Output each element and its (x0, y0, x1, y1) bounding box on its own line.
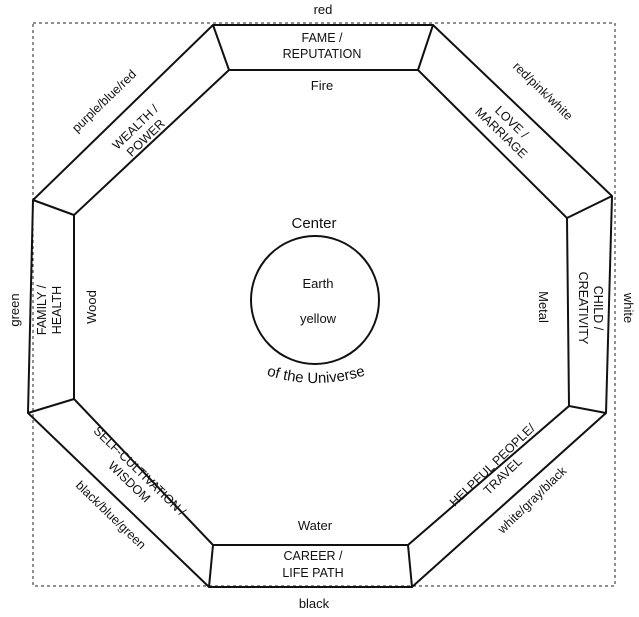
color-top-right: red/pink/white (510, 59, 575, 123)
area-career-line2: LIFE PATH (282, 566, 343, 580)
element-bottom: Water (298, 518, 333, 533)
color-top: red (314, 2, 333, 17)
area-love: LOVE / MARRIAGE (472, 103, 531, 161)
center-color: yellow (300, 311, 337, 326)
color-left: green (7, 293, 22, 326)
center-title-top: Center (291, 215, 336, 232)
area-fame-line2: REPUTATION (283, 47, 362, 61)
area-family-line1: FAMILY / (35, 284, 49, 335)
area-career: CAREER / LIFE PATH (282, 549, 343, 580)
center-title-bottom: of the Universe (265, 363, 366, 387)
element-left: Wood (84, 290, 99, 324)
area-career-line1: CAREER / (283, 549, 343, 563)
element-right: Metal (536, 291, 551, 323)
area-fame-line1: FAME / (302, 31, 344, 45)
area-family-line2: HEALTH (50, 286, 64, 334)
element-top: Fire (311, 78, 333, 93)
color-bottom: black (299, 596, 330, 611)
color-right: white (621, 292, 636, 323)
area-family: FAMILY / HEALTH (35, 284, 64, 335)
area-fame: FAME / REPUTATION (283, 31, 362, 61)
area-child-line1: CHILD / (591, 286, 605, 331)
area-helpful-line1: HELPFUL PEOPLE/ (447, 421, 538, 510)
center-element: Earth (302, 276, 333, 291)
center-circle (250, 235, 380, 365)
area-child: CHILD / CREATIVITY (576, 272, 605, 345)
area-child-line2: CREATIVITY (576, 272, 590, 345)
octagon-spokes (27, 24, 613, 588)
area-self-cultivation: SELF-CULTIVATION / WISDOM (91, 424, 189, 519)
